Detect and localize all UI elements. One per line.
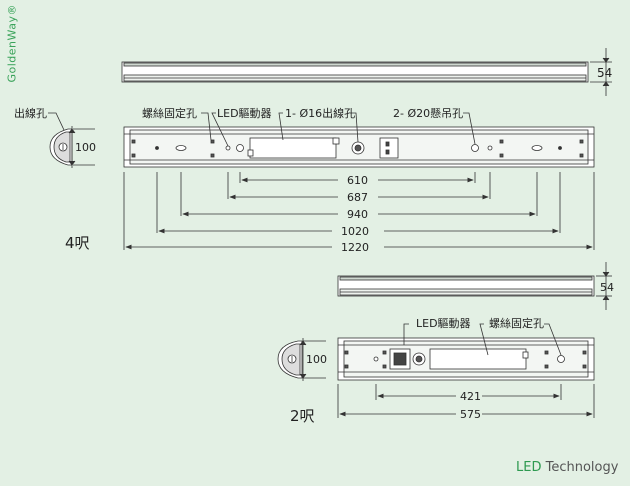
dim-575: 575 <box>460 408 481 421</box>
side-view-2ft <box>337 262 612 310</box>
dim-2ft-height: 54 <box>600 281 614 294</box>
leader-outlet-hole <box>48 112 65 131</box>
dim-2ft-depth: 100 <box>306 353 327 366</box>
end-view-2ft <box>277 338 326 381</box>
footer-led-text: LED <box>516 460 542 475</box>
dimension-lines-4ft <box>123 172 595 250</box>
dim-1220: 1220 <box>341 241 369 254</box>
footer-brand: LED Technology <box>516 460 618 475</box>
label-hole20: 2- Ø20懸吊孔 <box>393 107 463 120</box>
dim-4ft-depth: 100 <box>75 141 96 154</box>
dim-421: 421 <box>460 390 481 403</box>
callout-leaders-2ft <box>403 323 562 356</box>
label-4ft: 4呎 <box>65 234 90 252</box>
end-view-4ft <box>49 126 95 168</box>
label-led-driver-4ft: LED驅動器 <box>217 106 272 120</box>
label-hole16: 1- Ø16出線孔 <box>285 106 355 120</box>
dim-940: 940 <box>347 208 368 221</box>
label-screw-hole-4ft: 螺絲固定孔 <box>142 106 197 120</box>
plan-view-4ft <box>123 126 595 168</box>
dim-4ft-height: 54 <box>597 66 612 80</box>
label-screw-hole-2ft: 螺絲固定孔 <box>489 316 544 330</box>
plan-view-2ft <box>337 337 595 381</box>
callout-leaders-4ft <box>201 112 476 147</box>
label-2ft: 2呎 <box>290 407 315 425</box>
footer-tech-text: Technology <box>541 460 619 475</box>
dim-1020: 1020 <box>341 225 369 238</box>
label-outlet-hole: 出線孔 <box>14 106 47 120</box>
dimension-lines-2ft <box>337 384 595 418</box>
side-view-4ft <box>121 48 612 96</box>
label-led-driver-2ft: LED驅動器 <box>416 316 471 330</box>
dim-687: 687 <box>347 191 368 204</box>
dim-610: 610 <box>347 174 368 187</box>
